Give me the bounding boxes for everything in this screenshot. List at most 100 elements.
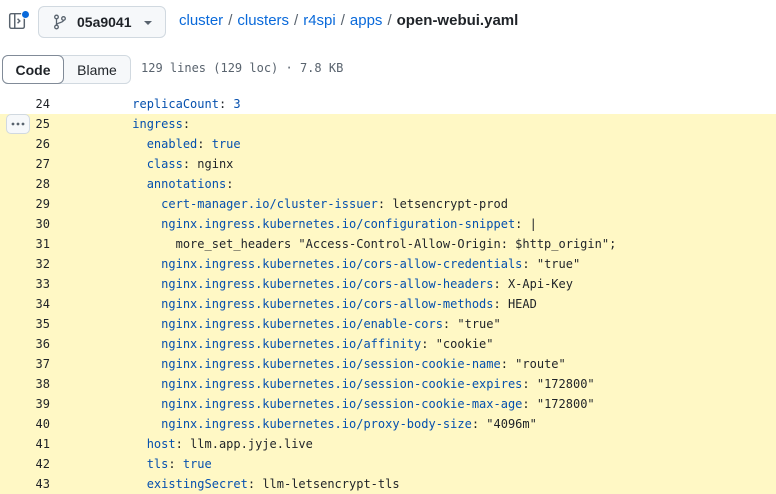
- yaml-separator: :: [168, 457, 183, 471]
- code-indent: [60, 297, 161, 311]
- code-indent: [60, 97, 132, 111]
- line-number[interactable]: 41: [35, 437, 50, 451]
- yaml-value: "4096m": [486, 417, 537, 431]
- code-text: nginx.ingress.kubernetes.io/session-cook…: [60, 374, 595, 394]
- yaml-value: true: [211, 137, 241, 151]
- code-text: existingSecret: llm-letsencrypt-tls: [60, 474, 400, 494]
- yaml-separator: :: [522, 377, 537, 391]
- code-indent: [60, 217, 161, 231]
- code-indent: [60, 477, 147, 491]
- yaml-value: nginx: [197, 157, 234, 171]
- code-indent: [60, 337, 161, 351]
- yaml-value: true: [182, 457, 212, 471]
- chevron-down-icon: [144, 21, 152, 25]
- line-number[interactable]: 38: [35, 377, 50, 391]
- line-number[interactable]: 39: [35, 397, 50, 411]
- code-line: 28 annotations:: [0, 174, 776, 194]
- code-text: nginx.ingress.kubernetes.io/session-cook…: [60, 354, 566, 374]
- code-text: nginx.ingress.kubernetes.io/affinity: "c…: [60, 334, 493, 354]
- line-number[interactable]: 25: [35, 117, 50, 131]
- sidebar-toggle-button[interactable]: [8, 9, 30, 31]
- yaml-key: enabled: [146, 137, 198, 151]
- line-options-button[interactable]: [6, 114, 30, 134]
- code-indent: [60, 457, 147, 471]
- line-number[interactable]: 31: [35, 237, 50, 251]
- yaml-key: annotations: [146, 177, 227, 191]
- code-tab[interactable]: Code: [2, 55, 64, 84]
- line-number[interactable]: 32: [35, 257, 50, 271]
- kebab-horizontal-icon: [11, 122, 25, 126]
- breadcrumb-link-cluster[interactable]: cluster: [179, 12, 224, 29]
- yaml-separator: :: [442, 317, 458, 331]
- code-line: 41 host: llm.app.jyje.live: [0, 434, 776, 454]
- code-text: nginx.ingress.kubernetes.io/enable-cors:…: [60, 314, 501, 334]
- line-number[interactable]: 35: [35, 317, 50, 331]
- breadcrumb-link-clusters[interactable]: clusters: [237, 12, 290, 29]
- yaml-separator: :: [226, 177, 234, 191]
- code-indent: [60, 357, 161, 371]
- yaml-value: "172800": [536, 377, 595, 391]
- line-number[interactable]: 28: [35, 177, 50, 191]
- file-header: 05a9041 cluster / clusters / r4spi / app…: [0, 0, 776, 44]
- yaml-value: "true": [457, 317, 501, 331]
- file-info: 129 lines (129 loc) · 7.8 KB: [141, 61, 344, 75]
- code-line: 30 nginx.ingress.kubernetes.io/configura…: [0, 214, 776, 234]
- breadcrumb-separator: /: [387, 12, 392, 29]
- breadcrumb-link-r4spi[interactable]: r4spi: [303, 12, 336, 29]
- yaml-key: nginx.ingress.kubernetes.io/affinity: [161, 337, 422, 351]
- code-text: tls: true: [60, 454, 212, 474]
- code-line: 40 nginx.ingress.kubernetes.io/proxy-bod…: [0, 414, 776, 434]
- code-indent: [60, 117, 132, 131]
- code-text: class: nginx: [60, 154, 234, 174]
- line-number[interactable]: 42: [35, 457, 50, 471]
- yaml-value: "172800": [536, 397, 595, 411]
- line-number[interactable]: 33: [35, 277, 50, 291]
- branch-selector-button[interactable]: 05a9041: [38, 6, 166, 38]
- yaml-separator: :: [218, 97, 234, 111]
- yaml-separator: :: [493, 297, 508, 311]
- breadcrumb-separator: /: [294, 12, 299, 29]
- yaml-separator: :: [182, 117, 191, 131]
- yaml-key: host: [146, 437, 176, 451]
- code-line: 43 existingSecret: llm-letsencrypt-tls: [0, 474, 776, 494]
- code-indent: [60, 317, 161, 331]
- blame-tab[interactable]: Blame: [77, 61, 117, 78]
- line-number[interactable]: 40: [35, 417, 50, 431]
- file-toolbar: Code Blame 129 lines (129 loc) · 7.8 KB: [0, 52, 776, 86]
- yaml-separator: :: [515, 217, 530, 231]
- code-text: annotations:: [60, 174, 234, 194]
- breadcrumb-link-apps[interactable]: apps: [349, 12, 383, 29]
- git-branch-icon: [54, 14, 66, 30]
- breadcrumb: cluster / clusters / r4spi / apps / open…: [179, 12, 518, 29]
- code-text: nginx.ingress.kubernetes.io/cors-allow-c…: [60, 254, 580, 274]
- code-line: 34 nginx.ingress.kubernetes.io/cors-allo…: [0, 294, 776, 314]
- code-indent: [60, 377, 161, 391]
- yaml-key: nginx.ingress.kubernetes.io/session-cook…: [161, 357, 501, 371]
- yaml-value: "true": [536, 257, 581, 271]
- yaml-value: |: [529, 217, 537, 231]
- line-number[interactable]: 30: [35, 217, 50, 231]
- code-indent: [60, 237, 176, 251]
- yaml-key: nginx.ingress.kubernetes.io/proxy-body-s…: [161, 417, 472, 431]
- code-indent: [60, 157, 147, 171]
- yaml-key: nginx.ingress.kubernetes.io/cors-allow-h…: [161, 277, 494, 291]
- yaml-key: nginx.ingress.kubernetes.io/session-cook…: [161, 377, 523, 391]
- code-line: 36 nginx.ingress.kubernetes.io/affinity:…: [0, 334, 776, 354]
- yaml-separator: :: [421, 337, 436, 351]
- line-number[interactable]: 26: [35, 137, 50, 151]
- line-number[interactable]: 36: [35, 337, 50, 351]
- code-indent: [60, 137, 147, 151]
- line-number[interactable]: 34: [35, 297, 50, 311]
- branch-name: 05a9041: [77, 14, 132, 30]
- yaml-separator: :: [471, 417, 487, 431]
- line-number[interactable]: 43: [35, 477, 50, 491]
- yaml-key: nginx.ingress.kubernetes.io/configuratio…: [161, 217, 516, 231]
- line-number[interactable]: 29: [35, 197, 50, 211]
- line-number[interactable]: 27: [35, 157, 50, 171]
- code-text: more_set_headers "Access-Control-Allow-O…: [60, 234, 617, 254]
- code-indent: [60, 177, 147, 191]
- line-number[interactable]: 37: [35, 357, 50, 371]
- yaml-key: cert-manager.io/cluster-issuer: [161, 197, 378, 211]
- code-indent: [60, 397, 161, 411]
- line-number[interactable]: 24: [35, 97, 50, 111]
